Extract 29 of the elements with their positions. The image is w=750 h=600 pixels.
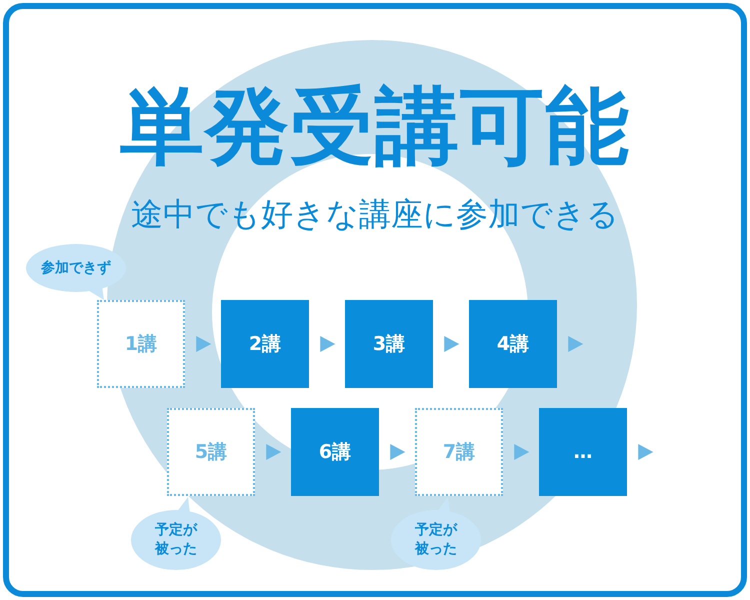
arrow [390,444,406,460]
lesson-label: 5講 [194,442,228,462]
title: 単発受講可能 [120,84,630,168]
arrow [444,336,460,352]
bubble-text: 予定が被った [414,521,458,559]
dotted-lesson-box [415,408,503,496]
lesson-label: 7講 [442,442,476,462]
lesson-box [221,300,309,388]
arrow [568,336,584,352]
lesson-box [469,300,557,388]
subtitle: 途中でも好きな講座に参加できる [131,198,619,230]
arrow [266,444,282,460]
lesson-label: 1講 [124,334,158,354]
lesson-label: 3講 [372,334,406,354]
bubble-text: 予定が被った [154,521,198,559]
bubble-text: 参加できず [41,258,111,278]
arrow [320,336,336,352]
arrow [638,444,654,460]
lesson-box [345,300,433,388]
arrow [514,444,530,460]
lesson-label: 4講 [496,334,530,354]
lesson-label: 6講 [318,442,352,462]
arrow [196,336,212,352]
dotted-lesson-box [97,300,185,388]
dotted-lesson-box [167,408,255,496]
lesson-box [539,408,627,496]
lesson-label: 2講 [248,334,282,354]
lesson-label: … [574,442,592,462]
lesson-box [291,408,379,496]
